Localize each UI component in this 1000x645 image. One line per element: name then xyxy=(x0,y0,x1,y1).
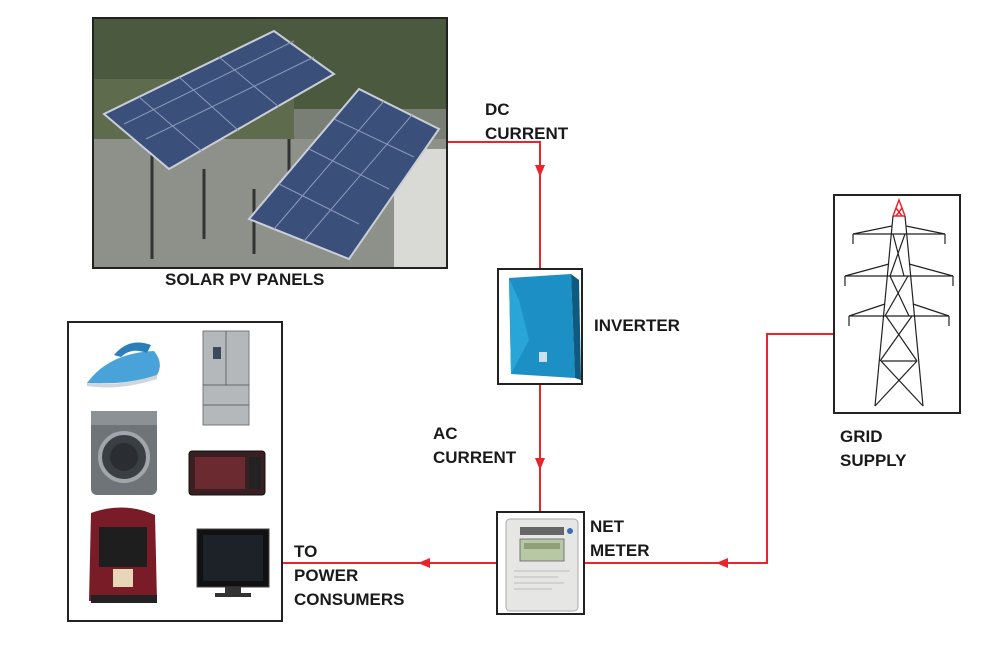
appliances-box xyxy=(67,321,283,622)
wires xyxy=(283,141,834,564)
grid-tower-box xyxy=(833,194,961,414)
net-meter-box xyxy=(496,511,585,615)
net-meter-line2: METER xyxy=(590,541,650,560)
ac-current-line1: AC xyxy=(433,424,458,443)
iron-icon xyxy=(87,342,160,388)
solar-panel-photo xyxy=(92,17,448,269)
dc-wire xyxy=(447,141,541,268)
coffee-machine-icon xyxy=(89,507,157,603)
inverter-icon xyxy=(509,274,581,380)
ac-current-label: AC CURRENT xyxy=(433,422,516,470)
grid-arrow xyxy=(716,558,728,568)
ac-arrow xyxy=(535,458,545,470)
appliances-icons xyxy=(87,330,270,603)
inverter-label: INVERTER xyxy=(594,316,680,335)
washing-machine-icon xyxy=(91,411,157,495)
solar-panels-label: SOLAR PV PANELS xyxy=(165,270,325,289)
dc-current-label: DC CURRENT xyxy=(485,98,568,146)
grid-supply-line2: SUPPLY xyxy=(840,451,907,470)
grid-wire xyxy=(584,333,834,564)
solar-panel-icon xyxy=(94,19,446,267)
consumers-label: TO POWER CONSUMERS xyxy=(294,540,405,612)
microwave-icon xyxy=(188,450,266,496)
net-meter-line1: NET xyxy=(590,517,624,536)
consumers-line2: POWER xyxy=(294,566,359,585)
transmission-tower-icon xyxy=(844,197,954,407)
consumer-arrow xyxy=(418,558,430,568)
dc-arrow xyxy=(535,165,545,177)
net-meter-icon xyxy=(505,518,579,612)
refrigerator-icon xyxy=(202,330,250,426)
ac-current-line2: CURRENT xyxy=(433,448,517,467)
grid-supply-line1: GRID xyxy=(840,427,883,446)
television-icon xyxy=(196,528,270,597)
grid-supply-label: GRID SUPPLY xyxy=(840,425,906,473)
net-meter-label: NET METER xyxy=(590,515,650,563)
inverter-box xyxy=(497,268,583,385)
consumers-line1: TO xyxy=(294,542,318,561)
dc-current-line2: CURRENT xyxy=(485,124,569,143)
consumers-line3: CONSUMERS xyxy=(294,590,405,609)
arrows xyxy=(418,165,728,568)
dc-current-line1: DC xyxy=(485,100,510,119)
